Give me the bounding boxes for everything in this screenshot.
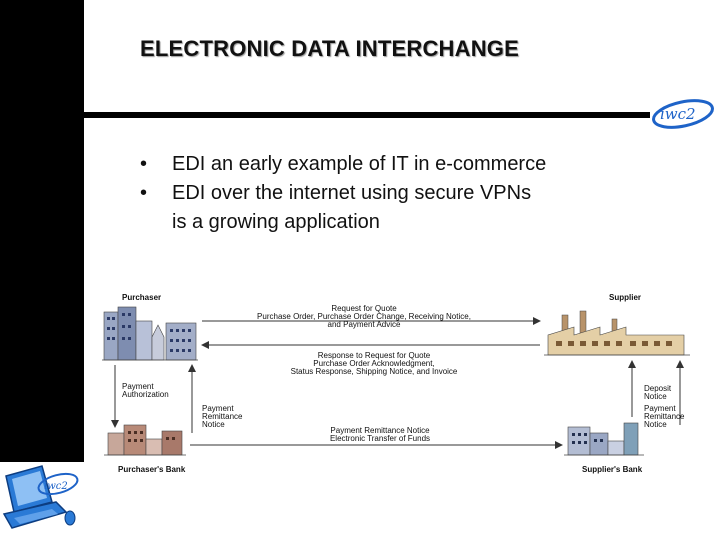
bullet-text: is a growing application [172, 211, 380, 233]
response-label-line: Purchase Order Acknowledgment, [313, 359, 434, 368]
suppliers-bank-icon [564, 422, 644, 456]
payment-remittance-left-label-line: Notice [202, 420, 225, 429]
purchaser-label: Purchaser [122, 293, 161, 302]
payment-remittance-left-label-line: Payment [202, 404, 234, 413]
purchaser-buildings-icon [102, 306, 198, 361]
slide-title: ELECTRONIC DATA INTERCHANGE [140, 36, 519, 61]
payment-remittance-right-label-line: Notice [644, 420, 667, 429]
supplier-label: Supplier [609, 293, 641, 302]
bank-transfer-label-line: Payment Remittance Notice [330, 426, 430, 435]
bullet-item: • EDI an early example of IT in e-commerc… [140, 150, 680, 179]
suppliers-bank-label: Supplier's Bank [582, 465, 643, 474]
payment-remittance-right-label-line: Remittance [644, 412, 685, 421]
payment-authorization-label-line: Authorization [122, 390, 169, 399]
payment-remittance-right-label-line: Payment [644, 404, 676, 413]
bank-transfer-label-line: Electronic Transfer of Funds [330, 434, 430, 443]
request-label-line: Purchase Order, Purchase Order Change, R… [257, 312, 471, 321]
response-label-line: Response to Request for Quote [318, 351, 431, 360]
payment-authorization-label-line: Payment [122, 382, 154, 391]
purchasers-bank-label: Purchaser's Bank [118, 465, 186, 474]
deposit-notice-label-line: Deposit [644, 384, 672, 393]
computer-logo-icon: iwc2 [2, 465, 79, 529]
payment-remittance-left-label-line: Remittance [202, 412, 243, 421]
supplier-factory-icon [544, 310, 690, 356]
bullet-item: • EDI over the internet using secure VPNs [140, 179, 680, 208]
bullet-item: is a growing application [140, 208, 680, 237]
bullet-list: • EDI an early example of IT in e-commerc… [140, 150, 680, 237]
edi-flow-diagram: Purchaser Supplier Purchaser's Bank [102, 293, 690, 474]
purchasers-bank-icon [104, 424, 186, 456]
bullet-text: EDI over the internet using secure VPNs [172, 182, 532, 204]
svg-text:iwc2: iwc2 [44, 481, 68, 492]
response-label-line: Status Response, Shipping Notice, and In… [291, 367, 458, 376]
request-label-line: and Payment Advice [328, 320, 401, 329]
svg-text:iwc2: iwc2 [660, 105, 696, 123]
bullet-dot-icon: • [140, 182, 148, 204]
left-sidebar-bar [0, 0, 84, 462]
bullet-dot-icon: • [140, 153, 148, 175]
iwc2-logo-icon: iwc2 [652, 99, 714, 129]
title-divider [84, 112, 650, 118]
deposit-notice-label-line: Notice [644, 392, 667, 401]
bullet-text: EDI an early example of IT in e-commerce [172, 153, 547, 175]
request-label-line: Request for Quote [331, 304, 397, 313]
